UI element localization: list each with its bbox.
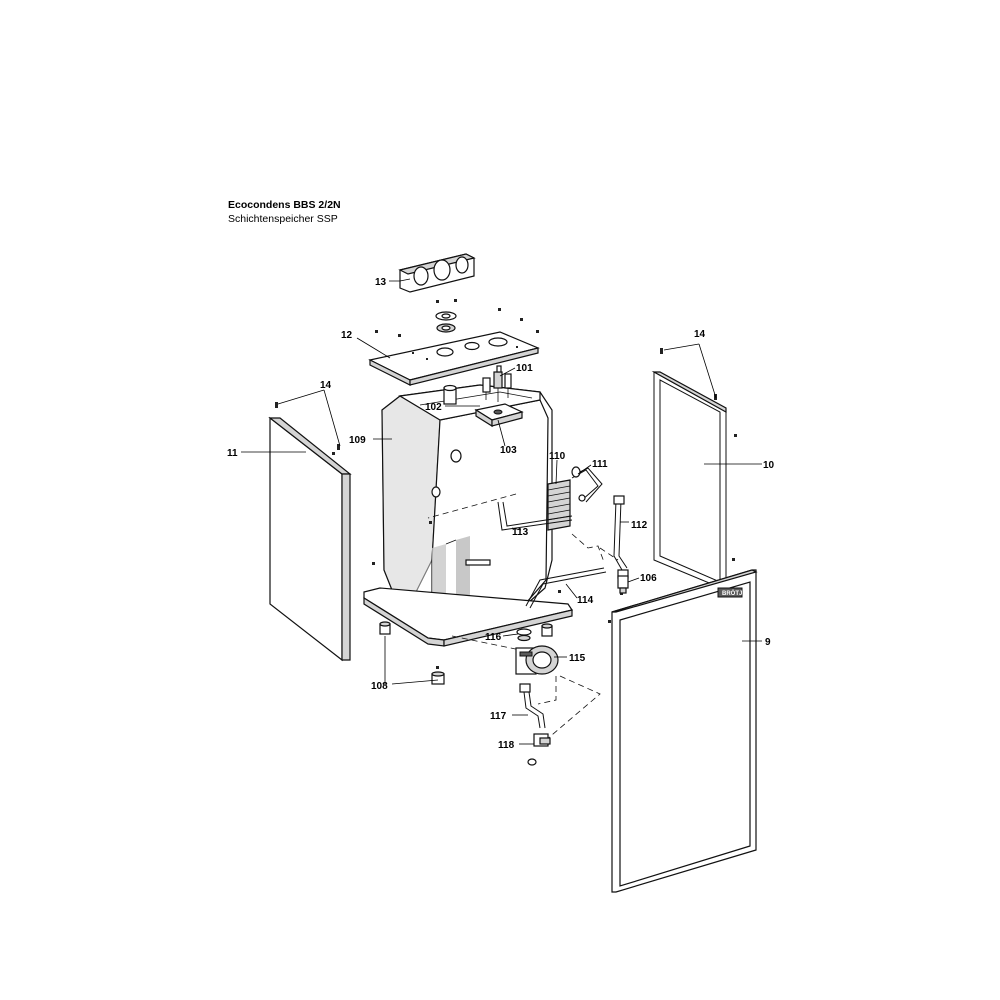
dashed-connectors <box>427 493 619 741</box>
part-116-seal-rings <box>516 628 532 642</box>
part-108-adjustable-feet <box>379 621 553 685</box>
part-12-top-plate <box>368 331 540 386</box>
part-114-lower-pipe <box>525 567 607 609</box>
label-13: 13 <box>375 277 387 288</box>
label-12: 12 <box>341 330 353 341</box>
part-labels: 13 12 14 11 14 10 101 102 103 109 110 11… <box>227 277 775 751</box>
label-118: 118 <box>498 740 515 751</box>
label-9: 9 <box>765 637 771 648</box>
label-112: 112 <box>631 520 648 531</box>
label-14-left: 14 <box>320 380 332 391</box>
part-13-top-cap <box>398 253 476 293</box>
label-110: 110 <box>549 451 566 462</box>
logo-text: BRÖTJE <box>722 590 746 597</box>
part-109-storage-tank-body <box>381 384 553 613</box>
part-117-pipe-elbow <box>519 683 546 729</box>
label-109: 109 <box>349 435 366 446</box>
part-112-vertical-pipe <box>613 495 629 579</box>
part-115-circulation-pump <box>515 645 559 675</box>
part-101-fittings <box>482 365 512 402</box>
label-111: 111 <box>592 459 608 470</box>
top-screws-group <box>375 299 539 337</box>
part-102-pipe-stub <box>443 384 457 405</box>
part-118-valve <box>527 733 551 766</box>
label-114: 114 <box>577 595 594 606</box>
label-101: 101 <box>516 363 533 374</box>
diagram-subtitle: Schichtenspeicher SSP <box>228 213 338 225</box>
label-102: 102 <box>425 402 442 413</box>
part-106-fitting <box>617 575 629 594</box>
label-11: 11 <box>227 448 238 459</box>
part-11-left-side-panel <box>268 402 352 662</box>
part-10-right-frame <box>620 348 737 595</box>
logo-badge <box>717 587 743 598</box>
base-frame <box>363 562 611 669</box>
label-14-right: 14 <box>694 329 706 340</box>
label-108: 108 <box>371 681 388 692</box>
diagram-title: Ecocondens BBS 2/2N <box>228 199 341 211</box>
leader-lines <box>241 278 762 745</box>
label-117: 117 <box>490 711 507 722</box>
label-10: 10 <box>763 460 775 471</box>
part-9-front-door-panel: BRÖTJE <box>611 569 758 893</box>
label-106: 106 <box>640 573 657 584</box>
label-115: 115 <box>569 653 586 664</box>
label-103: 103 <box>500 445 517 456</box>
label-116: 116 <box>485 632 502 643</box>
label-113: 113 <box>512 527 529 538</box>
